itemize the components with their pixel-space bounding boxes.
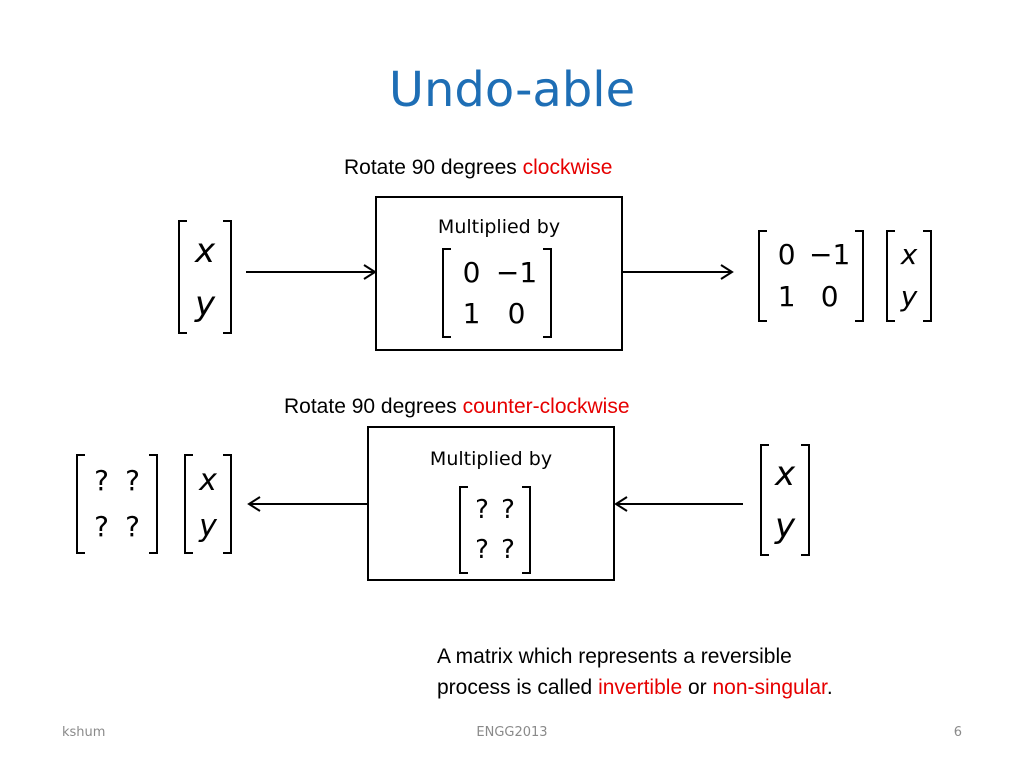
matrix-entry: −1 — [495, 255, 538, 289]
note-line-2: process is called invertible or non-sing… — [437, 672, 833, 703]
vector-entry: x — [194, 230, 216, 271]
left-arrow-in — [614, 496, 743, 512]
matrix-entry: ? — [94, 464, 109, 497]
caption-emphasis: counter-clockwise — [462, 395, 630, 418]
matrix-entry: ? — [125, 464, 140, 497]
definition-note: A matrix which represents a reversible p… — [437, 641, 833, 703]
vector-entry: x — [900, 238, 918, 271]
vector-entry: x — [774, 454, 796, 494]
top-output-matrix: 0 −1 1 0 — [758, 230, 864, 322]
term-invertible: invertible — [598, 676, 683, 699]
caption-text: Rotate 90 degrees — [284, 395, 463, 418]
slide-title: Undo-able — [388, 62, 636, 118]
counter-clockwise-caption: Rotate 90 degrees counter-clockwise — [284, 395, 630, 419]
unknown-result-matrix: ? ? ? ? — [76, 454, 158, 554]
matrix-entry: 0 — [507, 296, 526, 330]
caption-text: Rotate 90 degrees — [344, 156, 523, 179]
note-text: process is called — [437, 676, 599, 699]
rotation-matrix: 0 −1 1 0 — [442, 248, 552, 338]
rotation-box-counter-clockwise: Multiplied by ? ? ? ? — [367, 426, 615, 581]
bottom-output-vector: x y — [184, 454, 232, 554]
matrix-entry: −1 — [809, 238, 851, 271]
vector-entry: x — [199, 463, 217, 498]
matrix-entry: 1 — [462, 296, 481, 330]
vector-entry: y — [194, 283, 216, 324]
matrix-entry: ? — [501, 535, 515, 565]
left-arrow-out — [247, 496, 368, 512]
vector-entry: y — [199, 509, 217, 544]
matrix-entry: ? — [475, 495, 489, 525]
term-non-singular: non-singular — [712, 676, 827, 699]
matrix-entry: ? — [125, 510, 140, 543]
note-line-1: A matrix which represents a reversible — [437, 645, 792, 668]
caption-emphasis: clockwise — [522, 156, 613, 179]
matrix-entry: 1 — [777, 280, 796, 313]
note-text: or — [682, 676, 713, 699]
rotation-box-clockwise: Multiplied by 0 −1 1 0 — [375, 196, 623, 351]
vector-entry: y — [774, 506, 796, 546]
box-label: Multiplied by — [429, 448, 553, 470]
bottom-input-vector: x y — [760, 444, 810, 556]
right-arrow-in — [246, 264, 377, 280]
vector-entry: y — [900, 280, 918, 313]
top-input-vector: x y — [178, 220, 232, 334]
footer-page-number: 6 — [953, 725, 962, 740]
matrix-entry: ? — [94, 510, 109, 543]
matrix-entry: 0 — [462, 255, 481, 289]
top-output-vector: x y — [886, 230, 932, 322]
box-label: Multiplied by — [437, 216, 561, 238]
matrix-entry: ? — [475, 535, 489, 565]
footer-course: ENGG2013 — [476, 725, 548, 740]
footer-author: kshum — [62, 725, 106, 740]
note-text: . — [826, 676, 833, 699]
matrix-entry: 0 — [820, 280, 839, 313]
unknown-rotation-matrix: ? ? ? ? — [459, 486, 531, 574]
matrix-entry: ? — [501, 495, 515, 525]
right-arrow-out — [623, 264, 734, 280]
matrix-entry: 0 — [777, 238, 796, 271]
clockwise-caption: Rotate 90 degrees clockwise — [344, 156, 612, 180]
